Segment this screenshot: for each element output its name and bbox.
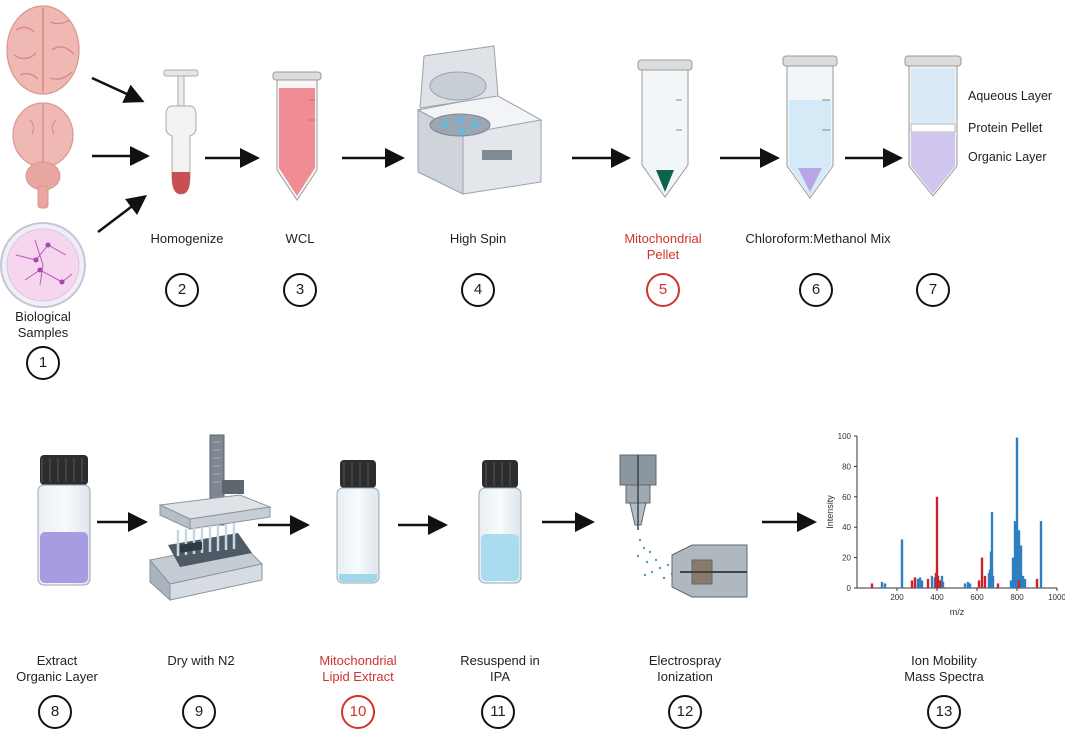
spectrum-peak-blue [1009,580,1013,588]
y-tick-label: 0 [847,584,852,593]
spectrum-peak-blue [1011,557,1015,588]
step-2-number: 2 [165,273,199,307]
spectrum-peak-blue [918,577,922,588]
x-axis-label: m/z [950,607,965,617]
step-10-number: 10 [341,695,375,729]
x-tick-label: 200 [890,593,904,602]
step-6-label: Chloroform:Methanol Mix [745,231,891,246]
spectrum-peak-red [926,578,930,588]
spectrum-peak-blue [991,575,995,588]
step-3-label: WCL [285,231,315,246]
ipa-vial-icon [478,460,522,584]
human-brain-icon [6,5,80,95]
spectrum-peak-blue [900,539,904,588]
spectrum-peak-blue [1039,521,1043,588]
spectrum-peak-red [977,580,981,588]
spectrum-peak-blue [920,580,924,588]
step-10-label: Mitochondrial Lipid Extract [319,653,397,684]
step-6-number: 6 [799,273,833,307]
spectrum-peak-red [913,577,917,588]
spectrum-peak-blue [966,581,970,588]
step-13-number: 13 [927,695,961,729]
spectrum-peak-red [936,575,940,588]
spectrum-peak-blue [968,583,972,588]
solvent-tube-icon [782,55,838,199]
step-1-label: Biological Samples [15,309,71,340]
spectrum-peak-blue [1019,545,1023,588]
step-9-number: 9 [182,695,216,729]
spectrum-peak-red [935,496,939,588]
spectrum-peak-blue [1023,578,1027,588]
lipid-extract-vial-icon [336,460,380,584]
spectrum-peak-blue [941,581,945,588]
aqueous-layer-label: Aqueous Layer [968,89,1053,103]
y-tick-label: 40 [842,523,851,532]
step-11-number: 11 [481,695,515,729]
spectrum-peak-red [980,557,984,588]
step-3-number: 3 [283,273,317,307]
step-12-label: Electrospray Ionization [648,653,722,684]
step-9-label: Dry with N2 [167,653,235,668]
step-7-number: 7 [916,273,950,307]
y-tick-label: 80 [842,462,851,471]
spectrum-peak-blue [880,581,884,588]
step-11-label: Resuspend in IPA [460,653,540,684]
pellet-tube-icon [637,59,693,198]
step-4-label: High Spin [449,231,507,246]
step-1-number: 1 [26,346,60,380]
y-tick-label: 20 [842,554,851,563]
spectrum-peak-blue [883,583,887,588]
organic-vial-icon [37,455,91,586]
centrifuge-icon [416,45,543,195]
homogenizer-icon [163,69,199,195]
spectrum-peak-blue [930,575,934,588]
step-12-number: 12 [668,695,702,729]
x-tick-label: 800 [1010,593,1024,602]
spectrum-peak-blue [1015,437,1019,588]
spectrum-peak-blue [916,578,920,588]
mouse-brain-icon [12,102,74,209]
step-4-number: 4 [461,273,495,307]
spectrum-peak-blue [990,512,994,588]
petri-dish-icon [0,222,86,308]
spectrum-peak-red [910,580,914,588]
step-8-label: Extract Organic Layer [16,653,98,684]
spectrum-peak-red [938,580,942,588]
spectrum-peak-blue [1017,530,1021,588]
spectrum-peak-red [1035,578,1039,588]
spectrum-peak-red [870,583,874,588]
wcl-tube-icon [272,71,322,201]
spectrum-peak-red [1017,580,1021,588]
spectrum-peak-red [996,583,1000,588]
spectrum-peak-blue [963,583,967,588]
electrospray-icon [619,454,748,598]
nitrogen-evaporator-icon [149,434,272,602]
organic-layer-label: Organic Layer [968,150,1047,164]
arrow [97,194,147,233]
step-2-label: Homogenize [150,231,224,246]
arrow [91,76,145,103]
layered-tube-icon [904,55,962,197]
step-5-number: 5 [646,273,680,307]
step-13-label: Ion Mobility Mass Spectra [904,653,984,684]
step-5-label: Mitochondrial Pellet [624,231,702,262]
protein-pellet-label: Protein Pellet [968,121,1043,135]
mass-spectrum-chart: 0 20 40 60 80 100 200 400 600 800 1000 m/z Intensity [825,432,1065,617]
spectrum-peak-blue [1021,575,1025,588]
x-tick-label: 400 [930,593,944,602]
spectrum-peak-blue [1013,521,1017,588]
y-axis-label: Intensity [825,495,835,529]
spectrum-peak-red [983,575,987,588]
x-tick-label: 600 [970,593,984,602]
y-tick-label: 60 [842,493,851,502]
y-tick-label: 100 [838,432,852,441]
step-8-number: 8 [38,695,72,729]
x-tick-label: 1000 [1048,593,1065,602]
